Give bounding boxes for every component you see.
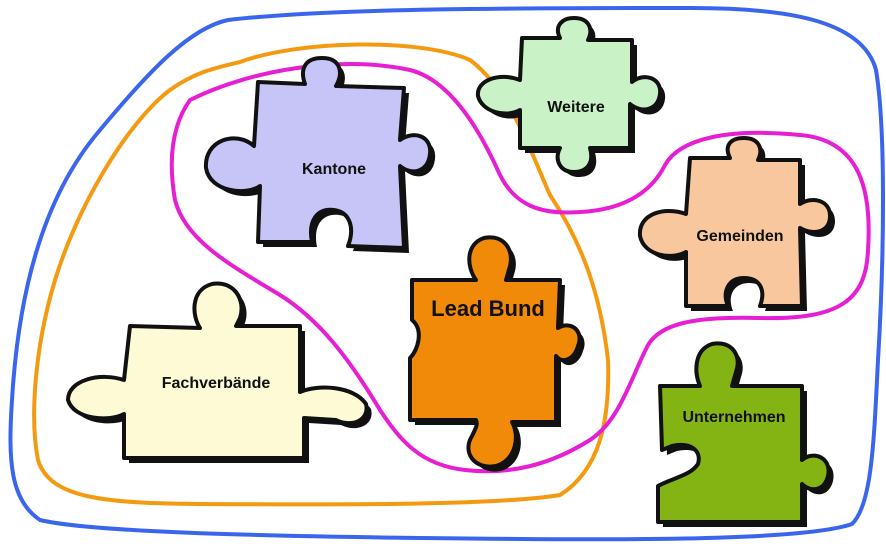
lead-bund-label: Lead Bund [431, 296, 545, 321]
unternehmen-shape [656, 341, 831, 524]
fachverbaende-shape [66, 281, 369, 460]
gemeinden-shape [637, 136, 832, 308]
gemeinden-label: Gemeinden [696, 228, 783, 245]
kantone-shape [203, 56, 433, 250]
puzzle-piece-kantone: Kantone [203, 56, 436, 253]
weitere-label: Weitere [547, 99, 605, 116]
puzzle-piece-weitere: Weitere [475, 16, 666, 177]
outer-boundary-line [8, 5, 885, 542]
puzzle-piece-lead-bund: Lead Bund [408, 235, 585, 472]
puzzle-piece-unternehmen: Unternehmen [656, 341, 834, 527]
lead-bund-shape [408, 235, 582, 469]
puzzle-piece-gemeinden: Gemeinden [637, 136, 835, 311]
weitere-shape [475, 16, 663, 174]
puzzle-piece-fachverbaende: Fachverbände [66, 281, 372, 463]
unternehmen-label: Unternehmen [682, 409, 785, 426]
magenta-group-line [169, 62, 871, 474]
fachverbaende-label: Fachverbände [162, 375, 271, 392]
kantone-label: Kantone [302, 161, 366, 178]
